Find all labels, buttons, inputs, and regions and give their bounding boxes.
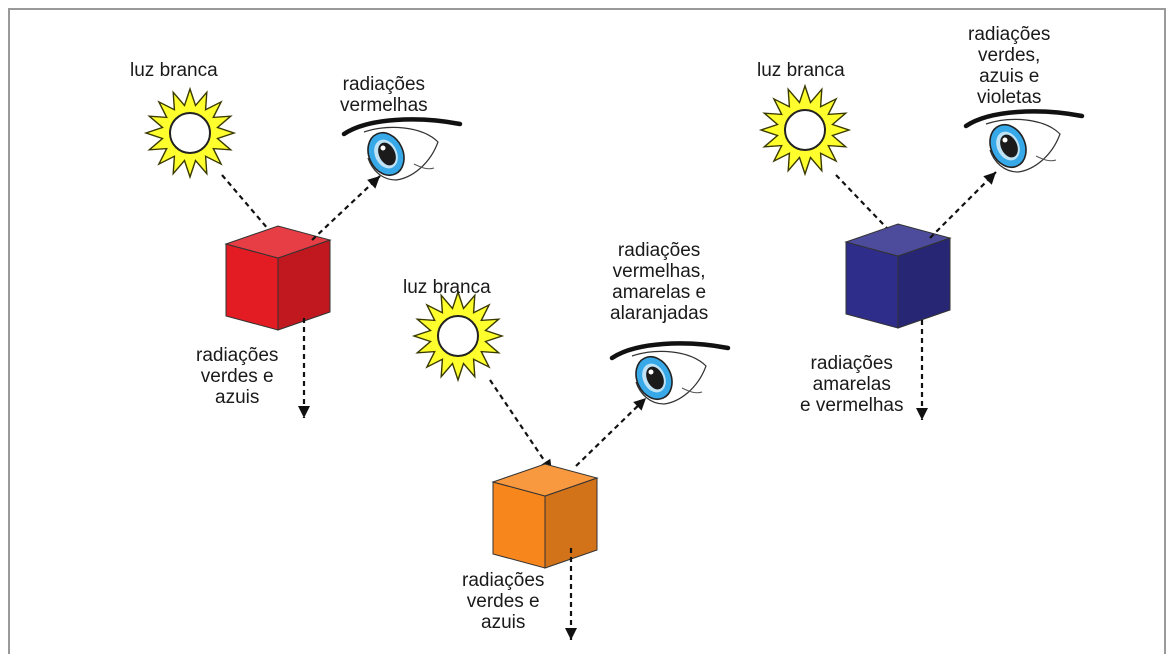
cube <box>844 223 952 329</box>
sun-core <box>169 112 211 154</box>
absorbed-light-arrow-head <box>565 628 577 640</box>
lower-lid <box>681 387 703 394</box>
scene-blue-object <box>758 83 1085 420</box>
scene-orange-object <box>411 289 731 640</box>
absorbed-light-arrow-head <box>298 406 310 418</box>
eye-highlight <box>380 145 386 151</box>
scene-red-object <box>143 86 463 418</box>
absorbed-light-arrow-head <box>916 408 928 420</box>
cube <box>491 463 599 569</box>
reflected-light-arrow-head <box>633 398 646 411</box>
cube-face-top <box>491 463 599 497</box>
diagram-frame <box>8 8 1166 654</box>
reflected-light-arrow <box>311 175 381 241</box>
eyelid-line <box>341 117 463 137</box>
incoming-light-arrow <box>489 379 553 473</box>
cube-face-left <box>845 241 899 329</box>
eye-highlight <box>1002 137 1008 143</box>
reflected-light-arrow-head <box>983 172 996 185</box>
eye-icon <box>963 109 1085 173</box>
cube-face-top <box>844 223 952 257</box>
incoming-light-label: luz branca <box>757 60 845 81</box>
lower-lid <box>413 163 435 170</box>
cube <box>224 225 332 331</box>
incoming-light-label: luz branca <box>130 60 218 81</box>
eye-icon <box>609 341 731 405</box>
eyelid-line <box>609 341 731 361</box>
incoming-light-label: luz branca <box>403 277 491 298</box>
reflected-light-arrow-head <box>367 176 380 189</box>
cube-face-left <box>225 243 279 331</box>
reflected-light-arrow <box>575 397 647 467</box>
sun-core <box>437 315 479 357</box>
eyelid-line <box>963 109 1085 129</box>
eye-icon <box>341 117 463 181</box>
lower-lid <box>1035 155 1057 162</box>
eye-highlight <box>648 369 654 375</box>
cube-face-top <box>224 225 332 259</box>
cube-face-left <box>492 481 546 569</box>
sun-core <box>784 109 826 151</box>
reflected-light-arrow <box>929 171 997 239</box>
